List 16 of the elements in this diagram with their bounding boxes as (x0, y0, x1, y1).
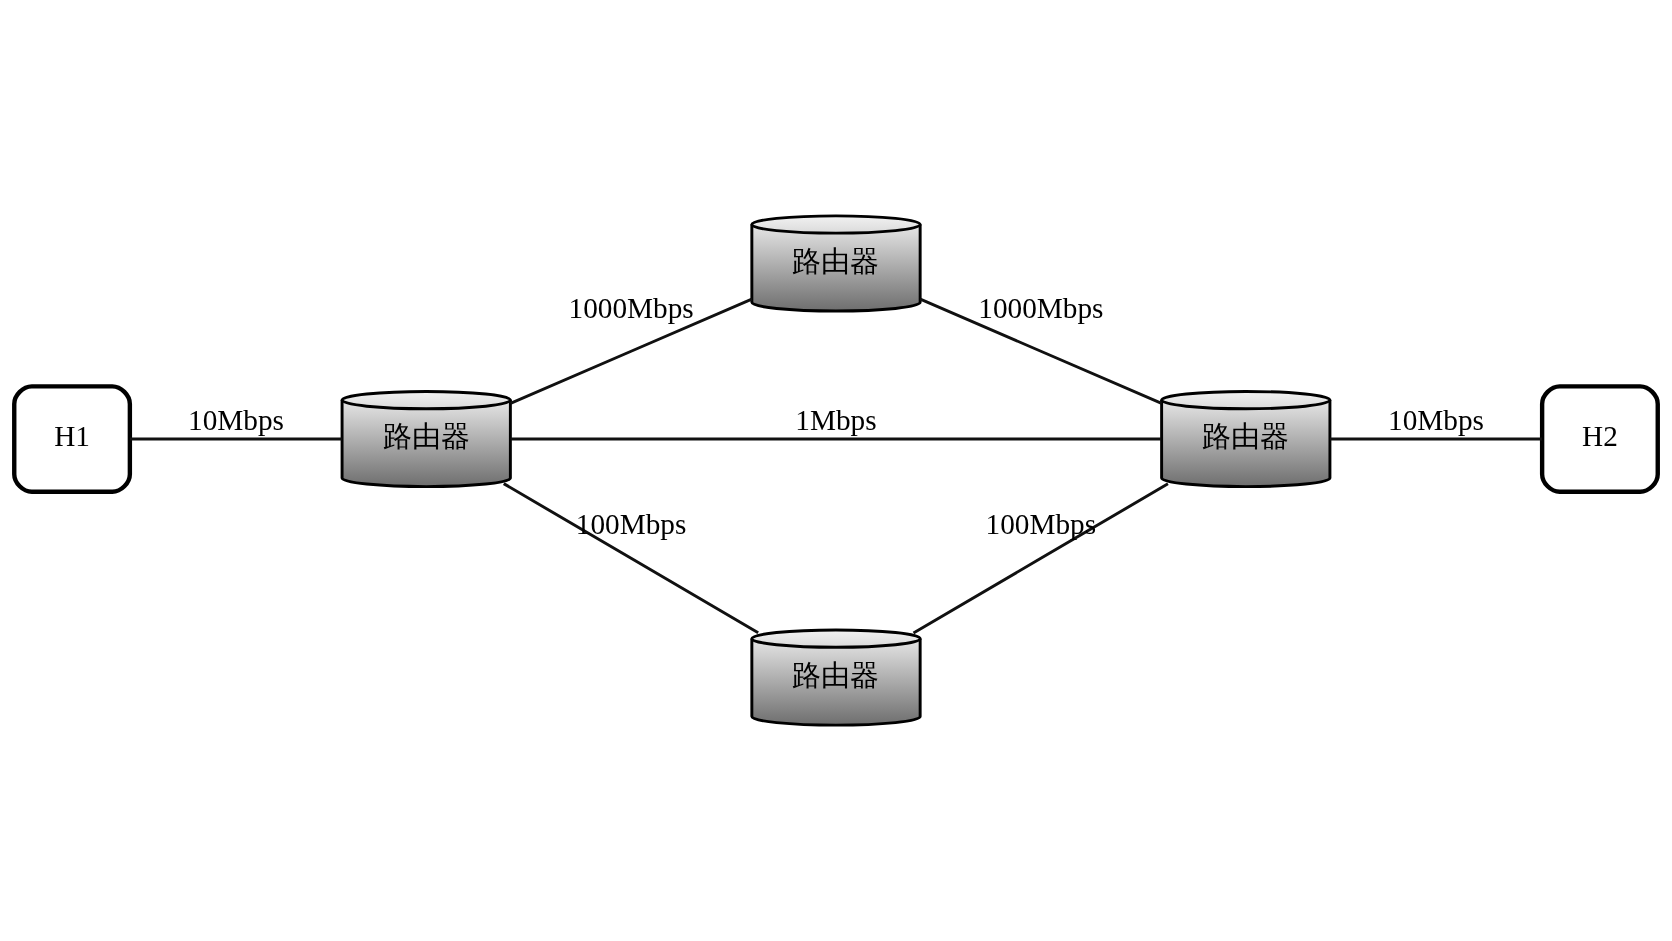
edge-label: 100Mbps (985, 508, 1097, 541)
edge-label: 1Mbps (795, 404, 877, 437)
edge-label: 1000Mbps (568, 291, 694, 324)
edge-label: 100Mbps (575, 508, 687, 541)
node-box: H1 (12, 384, 133, 494)
connector (129, 437, 342, 441)
connector (510, 437, 1162, 441)
edge-label: 10Mbps (188, 404, 284, 437)
connector (509, 297, 753, 405)
connector (1330, 437, 1542, 441)
connector (919, 297, 1163, 405)
node-box: H2 (1539, 384, 1660, 494)
connector (912, 482, 1169, 635)
edge-label: 10Mbps (1388, 404, 1484, 437)
connector (503, 482, 759, 635)
edge-label: 1000Mbps (978, 291, 1104, 324)
